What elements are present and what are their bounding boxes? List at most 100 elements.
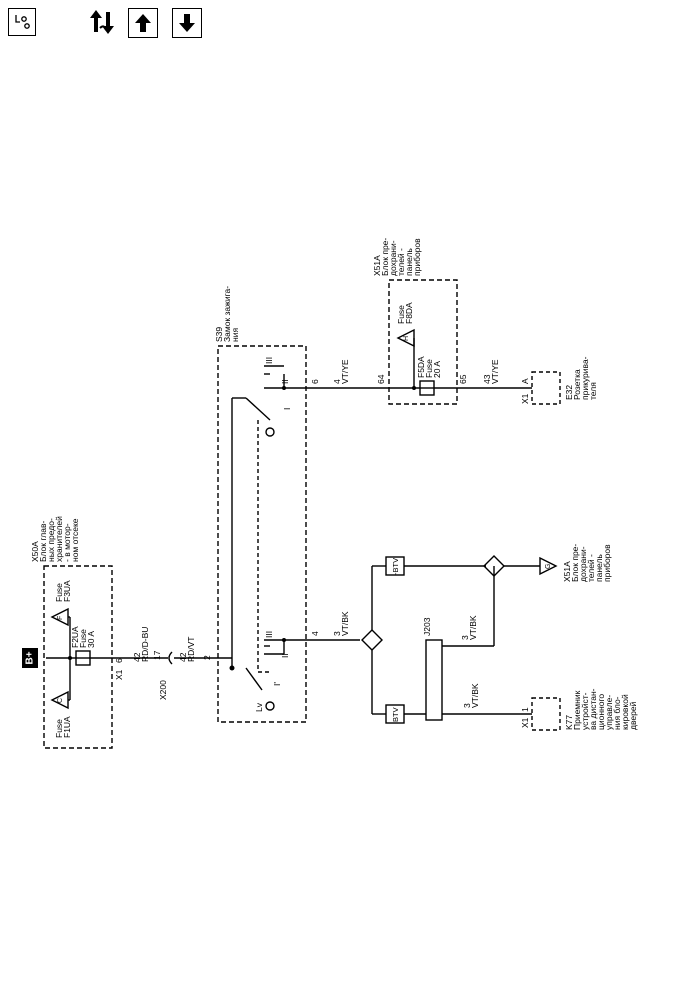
x51a-g-connector [539,556,558,576]
diagram-label: H [403,336,410,341]
diagram-label: I [282,408,292,410]
diagram-label: Блок пре- [570,544,580,582]
toolbar [0,0,700,50]
diagram-label: F8DA [404,302,414,324]
diagram-label: Fuse [78,629,88,648]
diagram-label: Приемник [572,690,582,730]
diagram-label: II [280,379,290,384]
x51a-fuse-block-top [388,279,458,405]
diagram-label: Розетка [572,369,582,400]
j203-junction [425,639,443,721]
diagram-label: -BTV [391,558,400,575]
scroll-up-button[interactable] [128,8,158,38]
diagram-label: 64 [376,374,386,384]
diagram-label: F5DA [416,356,426,378]
x50a-description: Блок глав- ных предо- хранителей - в мот… [38,516,80,562]
diagram-label: дверей [628,701,638,730]
diagram-label: Fuse [424,359,434,378]
diagram-label: Блок глав- [38,521,48,562]
diagram-label: Замок зажига- [222,286,232,342]
k77-receiver-connector [531,697,561,731]
diagram-label: 6 [114,658,124,663]
diagram-label: 43 [482,374,492,384]
diagram-label: 30 A [86,631,96,648]
diagram-label: Блок пре- [380,238,390,276]
diagram-label: дохрани- [388,240,398,276]
scroll-down-button[interactable] [172,8,202,38]
diagram-label: VT/YE [490,359,500,384]
diagram-label: 17 [152,650,162,660]
splice-diamond-1 [361,629,383,651]
diagram-label: 6 [310,379,320,384]
diagram-label: F3UA [62,580,72,602]
diagram-label: ционного [596,694,606,730]
diagram-label: G [545,564,552,569]
diagram-label: панель [594,554,604,582]
x50a-fuse-block [43,565,113,749]
diagram-label: устройст- [580,692,590,730]
diagram-label: Fuse [54,583,64,602]
diagram-label: управле- [604,695,614,730]
diagram-label: VT/BK [340,611,350,636]
s39-ignition-switch [217,345,307,723]
diagram-label: ва дистан- [588,688,598,730]
diagram-label: теля [588,382,598,400]
wiring-button[interactable] [86,6,116,38]
diagram-label: A [520,378,530,384]
locator-button[interactable] [8,8,36,36]
arrow-down-icon [179,14,195,32]
diagram-label: F2UA [70,626,80,648]
locator-icon [15,15,30,29]
battery-label: B+ [25,651,36,664]
diagram-label: приборов [412,238,422,276]
diagram-label: ния бло- [612,696,622,730]
diagram-label: Fuse [396,305,406,324]
diagram-label: телей - [586,554,596,582]
diagram-label: VT/BK [470,683,480,708]
diagram-label: Fuse [54,719,64,738]
diagram-label: 42 [178,652,188,662]
diagram-label: дохрани- [578,546,588,582]
x50a-label: X50A [30,541,40,562]
diagram-label: VT/BK [468,615,478,640]
diagram-label: F1UA [62,716,72,738]
diagram-label: 3 [332,631,342,636]
diagram-label: X200 [158,680,168,700]
s39-label: S39 [214,327,224,342]
diagram-label: VT/YE [340,359,350,384]
diagram-label: X1 [114,669,124,680]
diagram-label: 4 [332,379,342,384]
diagram-label: приборов [602,544,612,582]
diagram-label: 2 [202,655,212,660]
diagram-label: II [280,653,290,658]
diagram-label: прикурива- [580,356,590,400]
diagram-label: C [57,698,64,703]
diagram-label: X1 [520,717,530,728]
diagram-label: III [264,631,274,638]
x200-connector [168,651,173,665]
battery-terminal [22,648,38,668]
diagram-label: ном отсеке [70,518,80,562]
diagram-label: J203 [422,617,432,636]
diagram-label: E32 [564,385,574,400]
diagram-label: 3 [462,703,472,708]
diagram-label: хранителей [54,516,64,562]
diagram-label: 3 [460,635,470,640]
diagram-label: RD/VT [186,637,196,663]
diagram-label: Lv [254,702,264,712]
diagram-label: - в мотор- [62,523,72,562]
diagram-label: X1 [520,393,530,404]
diagram-label: RD/D-BU [140,627,150,662]
diagram-label: ния [230,328,240,342]
diagram-label: BTV [391,707,400,722]
diagram-label: 1 [520,707,530,712]
splice-diamond-2 [483,555,505,577]
wiring-icon [90,10,114,34]
diagram-label: панель [404,248,414,276]
diagram-label: K77 [564,715,574,730]
diagram-label: F [57,616,64,620]
diagram-label: кировкой [620,694,630,730]
diagram-label: телей - [396,248,406,276]
diagram-label: X51A [372,255,382,276]
